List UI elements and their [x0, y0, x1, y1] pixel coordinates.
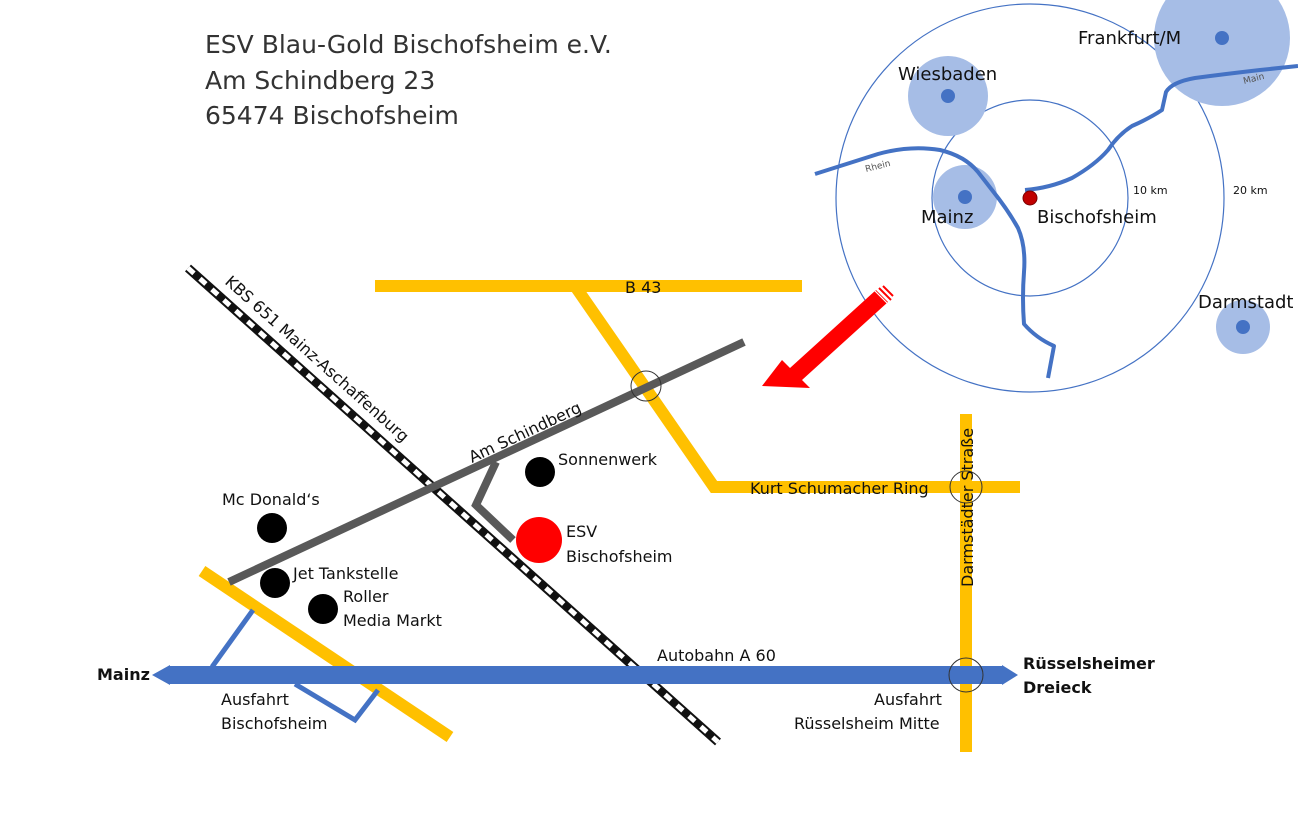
poi-jet-tankstelle [260, 568, 290, 598]
poi-esv [516, 517, 562, 563]
wiesbaden-label: Wiesbaden [898, 64, 997, 85]
pointer-arrow [762, 285, 894, 388]
junction-kurt-darmstaedter [949, 470, 983, 504]
road-am-schindberg [227, 338, 746, 586]
frankfurt-area [1154, 0, 1290, 106]
darmstadt-dot [1236, 320, 1250, 334]
label-ruesselsheimer-line2: Dreieck [1023, 678, 1092, 697]
frankfurt-dot [1215, 31, 1229, 45]
label-mcdonalds: Mc Donald‘s [222, 490, 320, 509]
label-ausfahrt-ruesselsheim-line2: Rüsselsheim Mitte [794, 714, 940, 733]
ring-20km [835, 3, 1225, 393]
label-direction-mainz: Mainz [97, 665, 150, 684]
label-railway: KBS 651 Mainz-Aschaffenburg [221, 272, 412, 446]
river-rhein [814, 146, 1056, 379]
detail-map: B 43 KBS 651 Mainz-Aschaffenburg Am Schi… [97, 264, 1155, 752]
mainz-dot [958, 190, 972, 204]
junction-ruesselsheim-mitte [948, 657, 984, 693]
label-sonnenwerk: Sonnenwerk [558, 450, 658, 469]
poi-sonnenwerk [525, 457, 555, 487]
wiesbaden-dot [941, 89, 955, 103]
road-kurt-schumacher-ring [570, 282, 1020, 493]
label-esv-line1: ESV [566, 522, 597, 541]
ramp-south [293, 681, 380, 724]
label-jet-tankstelle: Jet Tankstelle [292, 564, 398, 583]
pointer-arrow-shape [762, 290, 888, 388]
frankfurt-label: Frankfurt/M [1078, 28, 1181, 49]
street-address: Am Schindberg 23 [205, 66, 436, 95]
junction-b43-schindberg [630, 370, 662, 402]
label-autobahn-a60: Autobahn A 60 [657, 646, 776, 665]
label-ausfahrt-ruesselsheim-line1: Ausfahrt [874, 690, 942, 709]
railway-kbs651 [185, 264, 721, 746]
ring-10km-label: 10 km [1133, 184, 1168, 197]
river-main [1024, 64, 1298, 192]
ramp-north [209, 608, 256, 669]
road-bischofsheim-bypass [198, 566, 454, 742]
poi-roller-mediamarkt [308, 594, 338, 624]
label-kurt-schumacher-ring: Kurt Schumacher Ring [750, 479, 929, 498]
bischofsheim-marker [1022, 190, 1038, 206]
postal-city: 65474 Bischofsheim [205, 101, 459, 130]
mainz-label: Mainz [921, 207, 973, 228]
label-ausfahrt-bischofsheim-line1: Ausfahrt [221, 690, 289, 709]
label-ausfahrt-bischofsheim-line2: Bischofsheim [221, 714, 327, 733]
label-esv-line2: Bischofsheim [566, 547, 672, 566]
poi-mcdonalds [257, 513, 287, 543]
label-media-markt: Media Markt [343, 611, 442, 630]
label-b43: B 43 [625, 278, 661, 297]
river-rhein-label: Rhein [864, 159, 891, 175]
ring-20km-label: 20 km [1233, 184, 1268, 197]
overview-map: Rhein Main Frankfurt/M Wiesbaden Mainz B… [814, 0, 1298, 393]
road-access-esv [471, 460, 516, 543]
darmstadt-label: Darmstadt [1198, 292, 1293, 313]
label-ruesselsheimer-line1: Rüsselsheimer [1023, 654, 1155, 673]
arrow-west [152, 665, 170, 685]
ring-10km [931, 99, 1129, 297]
autobahn-a60 [152, 665, 1018, 685]
club-name: ESV Blau-Gold Bischofsheim e.V. [205, 30, 612, 59]
arrow-east [1002, 665, 1018, 685]
label-roller: Roller [343, 587, 389, 606]
label-darmstaedter-strasse: Darmstädter Straße [958, 428, 977, 587]
bischofsheim-label: Bischofsheim [1037, 207, 1157, 228]
